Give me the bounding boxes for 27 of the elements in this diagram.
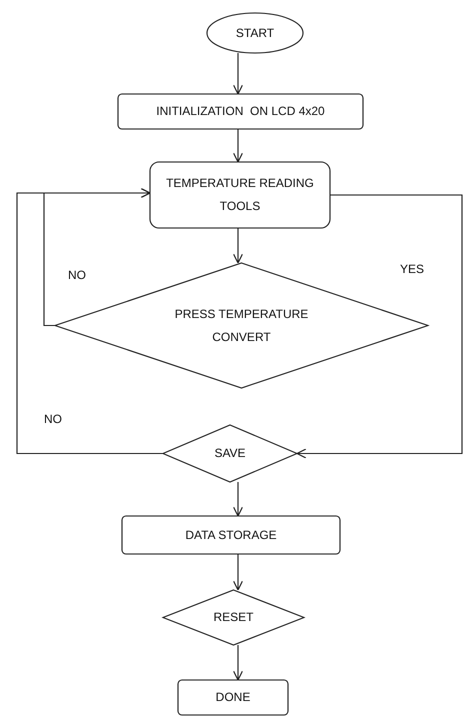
node-label: RESET <box>213 609 254 626</box>
process-box <box>118 94 363 129</box>
node-label: TEMPERATURE READING TOOLS <box>165 175 315 215</box>
edge-label: YES <box>398 262 426 276</box>
node-label: START <box>236 24 274 42</box>
arrow <box>16 188 163 454</box>
terminal-ellipse <box>207 13 303 53</box>
decision-diamond <box>55 263 428 388</box>
node-label: SAVE <box>214 445 246 462</box>
node-label: DATA STORAGE <box>185 526 277 544</box>
arrow <box>232 53 244 95</box>
arrow <box>232 645 244 681</box>
edge-label: NO <box>42 412 64 426</box>
arrow <box>232 554 244 591</box>
arrow <box>296 194 463 459</box>
node-label: DONE <box>216 689 250 706</box>
edge-label: NO <box>66 268 88 282</box>
node-label: PRESS TEMPERATURE CONVERT <box>174 306 310 346</box>
arrow <box>232 482 244 517</box>
decision-diamond <box>163 590 304 645</box>
node-label: INITIALIZATION ON LCD 4x20 <box>156 103 325 120</box>
process-box <box>122 516 340 554</box>
process-box <box>178 680 288 715</box>
process-box <box>150 162 330 228</box>
arrow <box>232 228 244 264</box>
arrow <box>232 129 244 163</box>
decision-diamond <box>163 425 297 482</box>
